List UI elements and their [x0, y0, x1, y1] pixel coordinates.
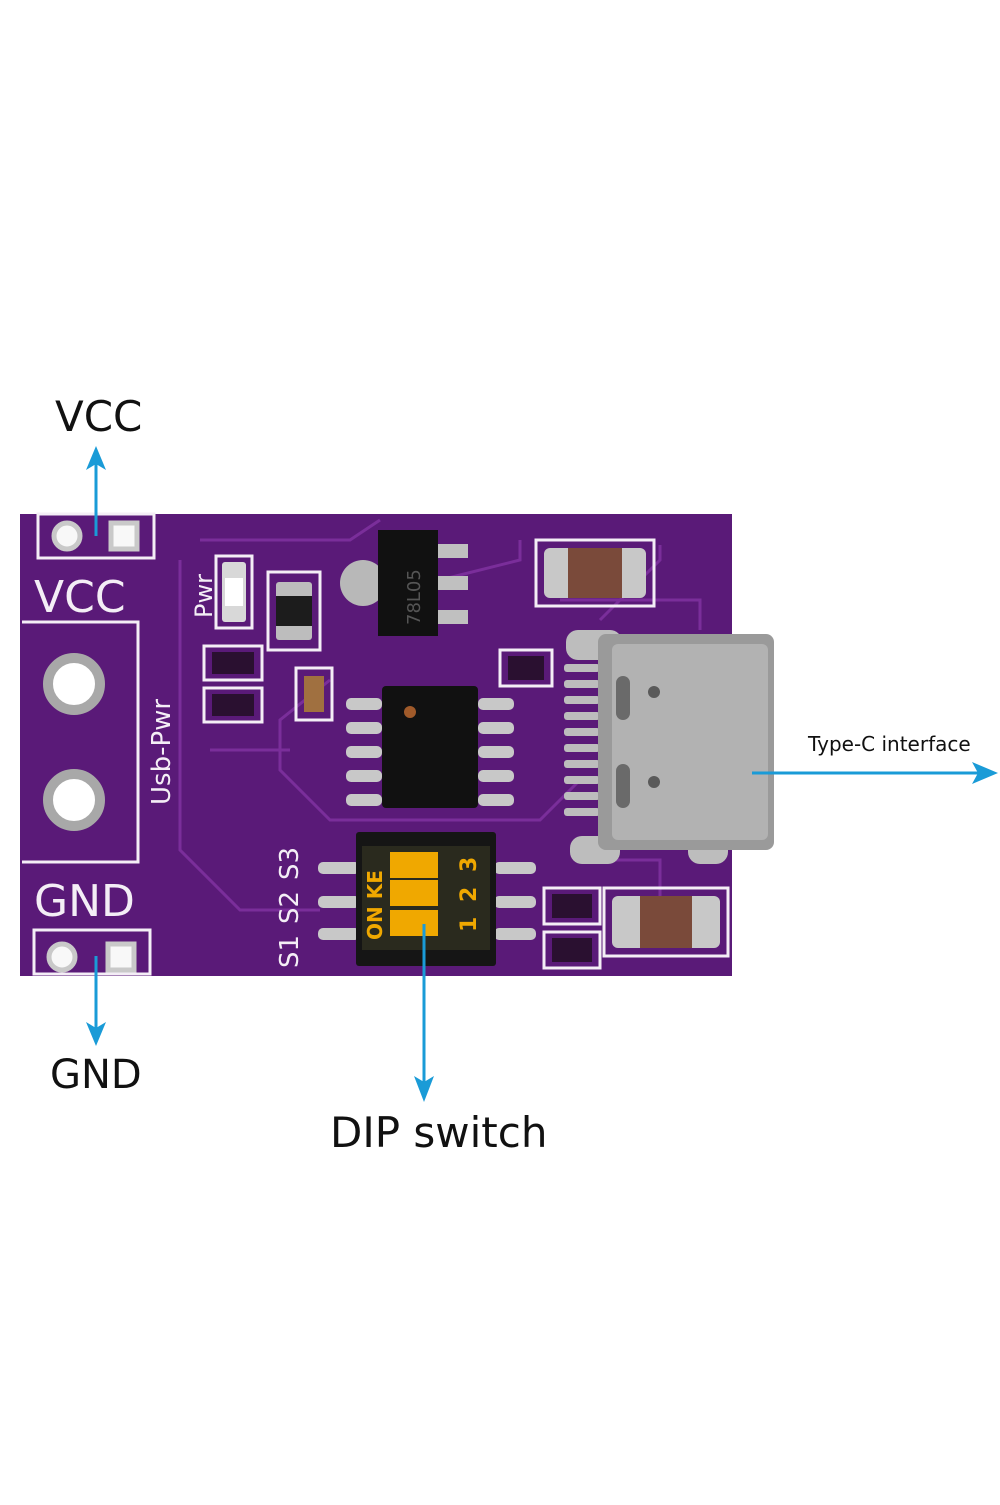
cap-small-1: [212, 652, 254, 674]
resistor-outline: [266, 570, 322, 652]
terminal-hole-gnd: [43, 769, 105, 831]
cap-small-4-outline: [498, 648, 554, 688]
resistor-3-outline: [542, 930, 602, 970]
pwr-led-body: [225, 578, 243, 606]
gnd-header-outline: [32, 928, 152, 976]
dip-switch-3: [390, 852, 438, 878]
callout-vcc: VCC: [55, 392, 143, 441]
terminal-hole-vcc: [43, 653, 105, 715]
resistor-3: [552, 938, 592, 962]
cap-small-2: [212, 694, 254, 716]
resistor-body: [276, 596, 312, 626]
callout-gnd: GND: [50, 1052, 142, 1098]
arrow-type-c: [752, 762, 998, 784]
terminal-outline: [22, 620, 140, 864]
callout-type-c: Type-C interface: [808, 732, 971, 756]
regulator-pin-3: [438, 610, 468, 624]
arrow-vcc: [86, 446, 106, 536]
usb-c-pins: [564, 664, 600, 816]
pcb-traces: [178, 518, 702, 912]
dip-switch-1: [390, 910, 438, 936]
dip-switch-pins: [318, 862, 536, 940]
cap-large-1-body: [568, 548, 622, 598]
callout-dip-switch: DIP switch: [330, 1108, 548, 1157]
cap-small-2-outline: [202, 686, 264, 724]
usb-c-slot-top: [616, 676, 630, 720]
silk-gnd: GND: [34, 876, 135, 927]
regulator-pin-2: [438, 576, 468, 590]
silk-s1: S1: [275, 935, 305, 968]
arrow-dip-switch: [414, 924, 434, 1102]
ic-pins-right: [478, 698, 514, 806]
cap-small-3: [304, 676, 324, 712]
dip-on-ke: ON KE: [363, 870, 387, 940]
silk-s2: S2: [275, 891, 305, 924]
resistor-2-outline: [542, 886, 602, 926]
arrow-gnd: [86, 956, 106, 1046]
vcc-pin-1: [51, 520, 83, 552]
usb-c-slot-bottom: [616, 764, 630, 808]
pwr-led-outline: [214, 554, 254, 630]
dip-switch-2: [390, 880, 438, 906]
cap-large-2-outline: [602, 886, 730, 958]
silk-pwr: Pwr: [190, 574, 218, 618]
gnd-pin-1: [46, 941, 78, 973]
cap-small-4: [508, 656, 544, 680]
vcc-pin-2: [108, 520, 140, 552]
resistor-2: [552, 894, 592, 918]
cap-small-3-outline: [294, 666, 334, 722]
regulator-body: [378, 530, 438, 636]
usb-c-rivet-bottom: [648, 776, 660, 788]
cap-large-2-body: [640, 896, 692, 948]
silk-usb-pwr: Usb-Pwr: [147, 699, 177, 805]
usb-c-rivet-top: [648, 686, 660, 698]
gnd-pin-2: [105, 941, 137, 973]
dip-num-2: 2: [457, 887, 482, 902]
ic-pins-left: [346, 698, 382, 806]
cap-small-1-outline: [202, 644, 264, 682]
regulator-marking: 78L05: [404, 569, 425, 625]
ic-chip: [382, 686, 478, 808]
silk-s3: S3: [275, 847, 305, 880]
usb-c-face: [612, 644, 768, 840]
ic-pin1-dot: [404, 706, 416, 718]
cap-large-1-outline: [534, 538, 656, 608]
dip-num-1: 1: [457, 917, 482, 932]
dip-num-3: 3: [457, 857, 482, 872]
regulator-tab-pin: [340, 560, 386, 606]
regulator-pin-1: [438, 544, 468, 558]
silk-vcc: VCC: [34, 572, 126, 623]
